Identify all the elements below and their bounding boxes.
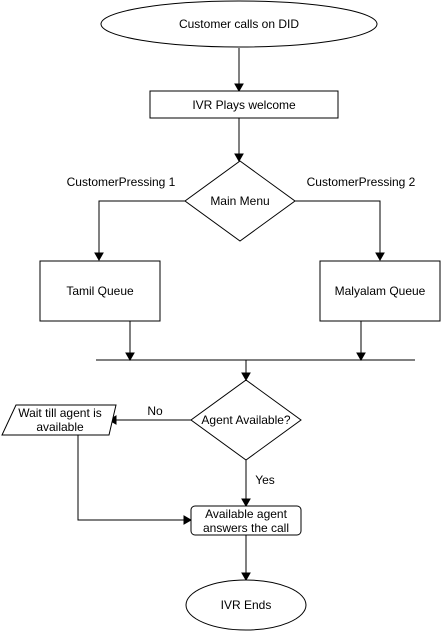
edge-main-menu-to-malayalam-queue [295, 200, 385, 262]
node-end-label: IVR Ends [221, 598, 272, 612]
edge-main-menu-to-tamil-queue [94, 200, 185, 262]
edge-agent-available-to-answers [241, 460, 251, 508]
node-tamil-queue: Tamil Queue [39, 260, 161, 322]
edge-wait-to-answers [77, 435, 193, 525]
node-start-label: Customer calls on DID [179, 17, 299, 31]
edge-label-press-2: CustomerPressing 2 [307, 175, 416, 189]
edge-malayalam-queue-to-merge [356, 321, 366, 362]
node-answers: Available agent answers the call [190, 505, 302, 536]
node-welcome-label: IVR Plays welcome [192, 98, 296, 112]
edge-start-to-welcome [234, 48, 244, 93]
node-answers-label-line2: answers the call [203, 521, 289, 535]
edge-welcome-to-main-menu [234, 118, 244, 163]
node-malayalam-queue-label: Malyalam Queue [335, 284, 426, 298]
edge-merge-to-agent-available [241, 360, 251, 382]
node-main-menu-label: Main Menu [210, 194, 269, 208]
node-answers-label-line1: Available agent [205, 507, 288, 521]
node-agent-available-label: Agent Available? [201, 413, 291, 427]
node-start: Customer calls on DID [100, 0, 378, 48]
node-wait: Wait till agent is available [1, 404, 117, 436]
edge-label-yes: Yes [255, 473, 275, 487]
edge-answers-to-end [241, 535, 251, 582]
node-agent-available: Agent Available? [190, 379, 302, 461]
edge-label-press-1: CustomerPressing 1 [67, 175, 176, 189]
node-tamil-queue-label: Tamil Queue [66, 284, 134, 298]
node-wait-label-line1: Wait till agent is [18, 406, 102, 420]
edge-tamil-queue-to-merge [125, 321, 135, 362]
node-welcome: IVR Plays welcome [149, 90, 339, 119]
edge-label-no: No [147, 404, 163, 418]
node-malayalam-queue: Malyalam Queue [319, 260, 441, 322]
node-wait-label-line2: available [36, 420, 84, 434]
node-end: IVR Ends [185, 579, 307, 631]
node-main-menu: Main Menu [184, 160, 296, 242]
